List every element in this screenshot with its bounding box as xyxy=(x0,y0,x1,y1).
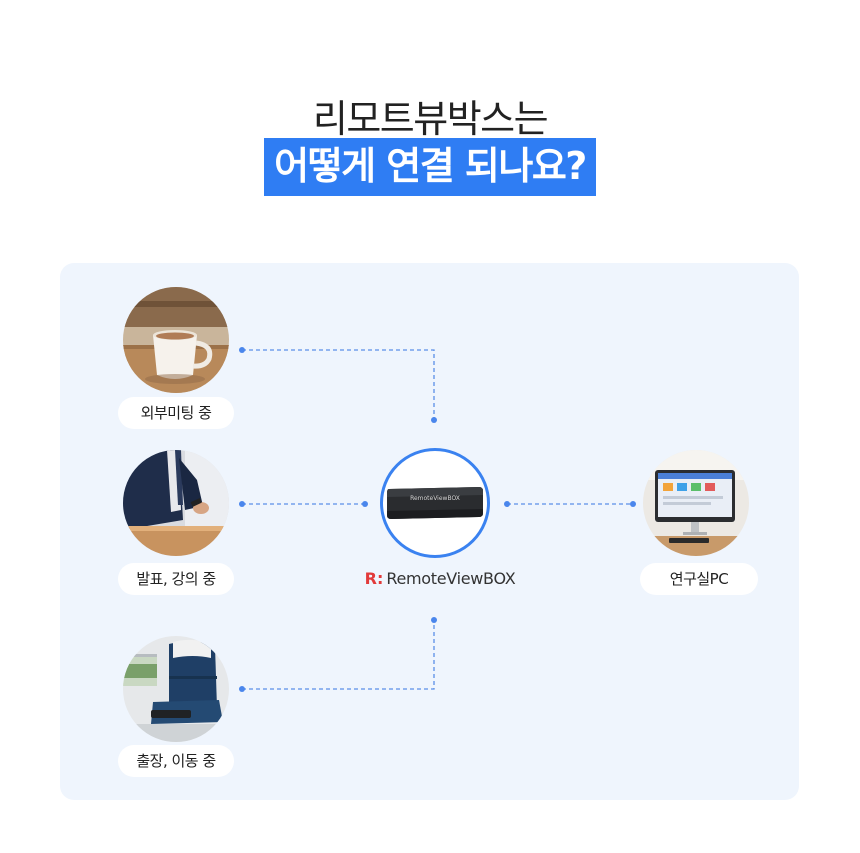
desktop-pc-photo-icon xyxy=(643,450,749,556)
remoteviewbox-device-icon: RemoteViewBOX xyxy=(387,487,483,519)
dot-presentation-end xyxy=(362,501,368,507)
title-line-1: 리모트뷰박스는 xyxy=(312,97,549,141)
label-presentation: 발표, 강의 중 xyxy=(118,563,234,595)
brand-name: RemoteViewBOX xyxy=(386,568,516,588)
presenter-photo-icon xyxy=(123,450,229,556)
title-line-2: 어떻게 연결 되나요? xyxy=(264,138,596,196)
dot-target xyxy=(630,501,636,507)
connector-travel xyxy=(242,620,435,690)
dot-meeting-end xyxy=(431,417,437,423)
title-line-2-wrap: 어떻게 연결 되나요? xyxy=(0,138,860,196)
label-meeting: 외부미팅 중 xyxy=(118,397,234,429)
dot-presentation xyxy=(239,501,245,507)
remoteviewbox-hub: RemoteViewBOX xyxy=(380,448,490,558)
brand-logo-icon: R: xyxy=(364,568,384,588)
coffee-cup-photo-icon xyxy=(123,287,229,393)
label-travel: 출장, 이동 중 xyxy=(118,745,234,777)
connector-meeting xyxy=(242,349,435,420)
dot-travel xyxy=(239,686,245,692)
dot-meeting xyxy=(239,347,245,353)
train-seat-photo-icon xyxy=(123,636,229,742)
dot-travel-end xyxy=(431,617,437,623)
label-target: 연구실PC xyxy=(640,563,758,595)
dot-target-start xyxy=(504,501,510,507)
brand-label: R: RemoteViewBOX xyxy=(355,566,525,590)
device-label: RemoteViewBOX xyxy=(410,495,460,502)
